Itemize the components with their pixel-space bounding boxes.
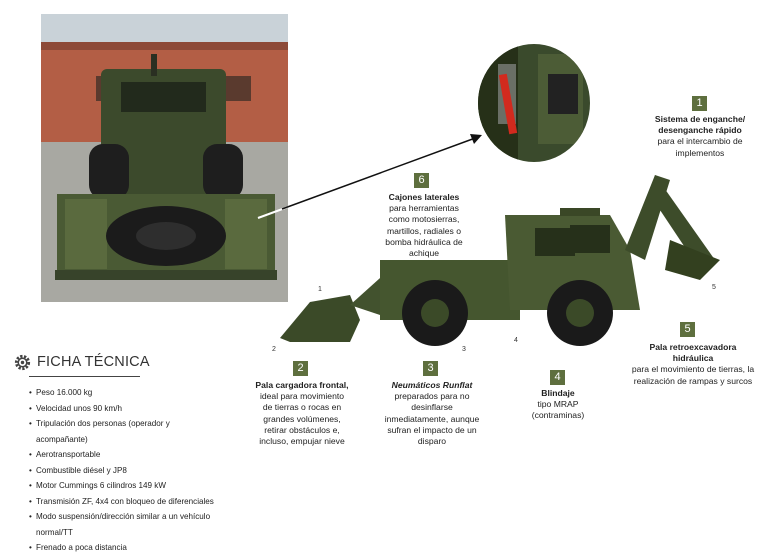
callout-4: Blindaje tipo MRAP (contraminas) xyxy=(520,388,596,422)
callout-1: Sistema de enganche/ desenganche rápido … xyxy=(640,114,759,159)
callout-1-number: 1 xyxy=(692,96,707,111)
callout-6-title: Cajones laterales xyxy=(388,192,460,202)
spec-item: Aerotransportable xyxy=(29,447,219,463)
spec-item: Peso 16.000 kg xyxy=(29,385,219,401)
marker-4: 4 xyxy=(514,337,518,344)
spec-item: Transmisión ZF, 4x4 con bloqueo de difer… xyxy=(29,494,219,510)
callout-3-number: 3 xyxy=(423,361,438,376)
callout-5: Pala retroexcavadora hidráulica para el … xyxy=(630,342,756,387)
callout-4-number: 4 xyxy=(550,370,565,385)
gear-icon xyxy=(14,354,31,371)
callout-3-text: preparados para no desinflarse inmediata… xyxy=(384,391,480,447)
callout-2: Pala cargadora frontal, ideal para movim… xyxy=(254,380,350,447)
callout-2-text: ideal para movimiento de tierras o rocas… xyxy=(259,391,345,447)
callout-5-text: para el movimiento de tierras, la realiz… xyxy=(631,364,755,386)
callout-3-title: Neumáticos Runflat xyxy=(391,380,473,390)
title-divider xyxy=(29,376,140,377)
callout-3: Neumáticos Runflat preparados para no de… xyxy=(382,380,482,447)
callout-2-number: 2 xyxy=(293,361,308,376)
callout-4-title: Blindaje xyxy=(541,388,575,398)
spec-sheet-title: FICHA TÉCNICA xyxy=(37,354,150,370)
callout-5-title: Pala retroexcavadora hidráulica xyxy=(649,342,737,364)
callout-6-text: para herramientas como motosierras, mart… xyxy=(385,203,463,259)
spec-item: Combustible diésel y JP8 xyxy=(29,463,219,479)
spec-item: Tripulación dos personas (operador y aco… xyxy=(29,416,219,447)
spec-item: Frenado a poca distancia xyxy=(29,540,219,556)
callout-6: Cajones laterales para herramientas como… xyxy=(378,192,470,259)
vehicle-rear-photo xyxy=(41,14,288,302)
marker-5: 5 xyxy=(712,284,716,291)
spec-item: Velocidad unos 90 km/h xyxy=(29,401,219,417)
marker-2: 2 xyxy=(272,346,276,353)
marker-3: 3 xyxy=(462,346,466,353)
vehicle-side-illustration xyxy=(280,175,720,346)
spec-list: Peso 16.000 kg Velocidad unos 90 km/h Tr… xyxy=(29,385,219,556)
marker-1: 1 xyxy=(318,286,322,293)
spec-item: Motor Cummings 6 cilindros 149 kW xyxy=(29,478,219,494)
callout-6-number: 6 xyxy=(414,173,429,188)
callout-1-text: para el intercambio de implementos xyxy=(657,136,743,158)
callout-2-title: Pala cargadora frontal, xyxy=(255,380,349,390)
callout-1-title: Sistema de enganche/ desenganche rápido xyxy=(654,114,746,136)
coupling-detail-photo xyxy=(478,44,590,162)
callout-4-text: tipo MRAP (contraminas) xyxy=(531,399,585,421)
callout-5-number: 5 xyxy=(680,322,695,337)
spec-item: Modo suspensión/dirección similar a un v… xyxy=(29,509,219,540)
